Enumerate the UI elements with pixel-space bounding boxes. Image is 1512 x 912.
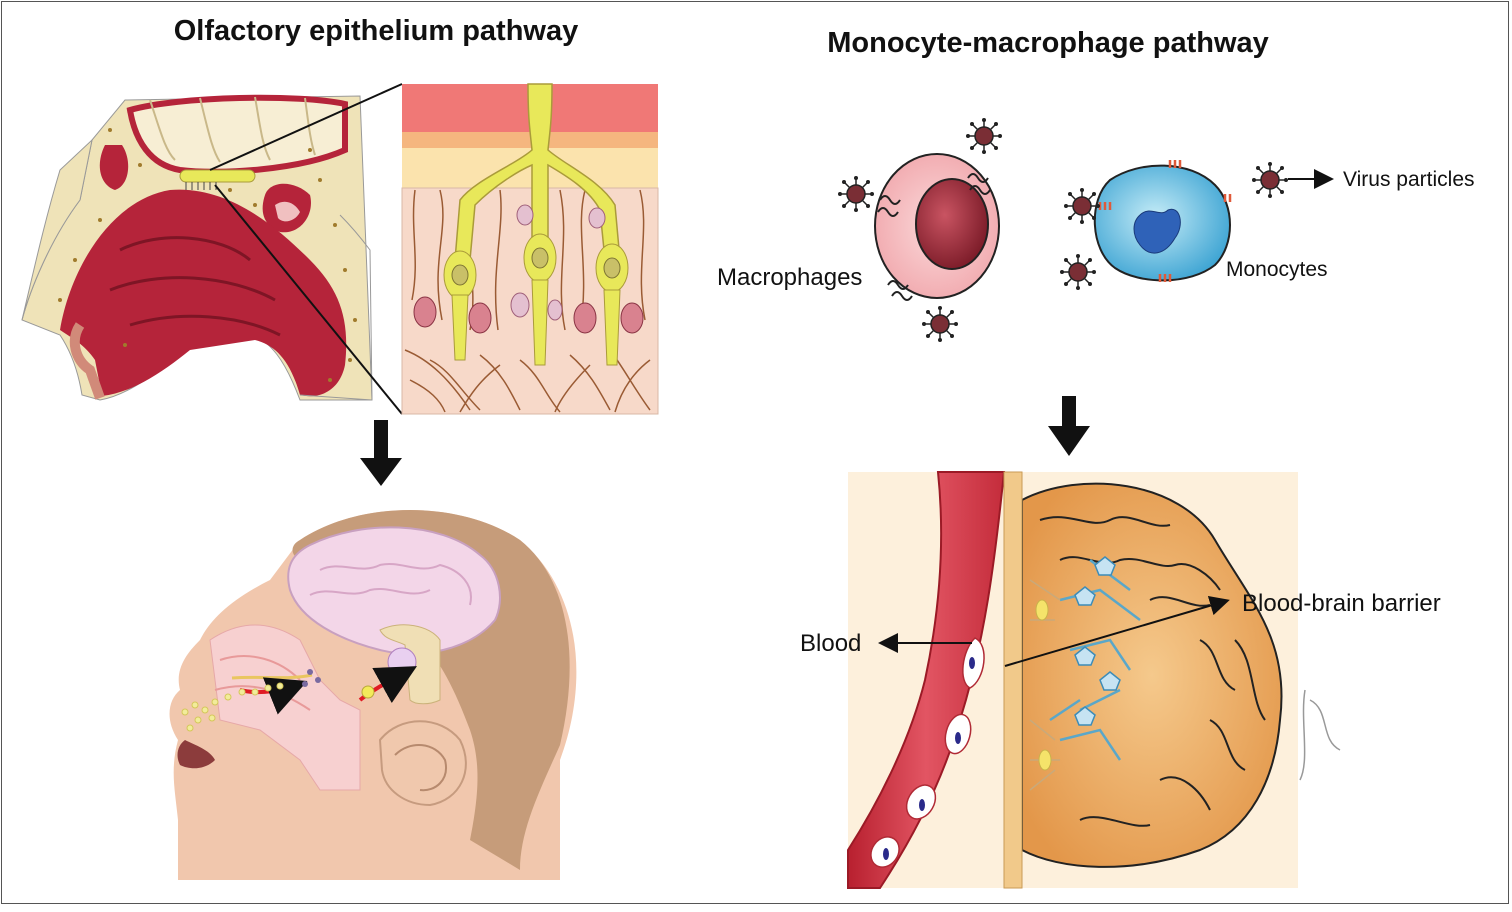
virus-particle-5: [1059, 253, 1097, 291]
blood-brain-illustration: [847, 471, 1341, 889]
blood-brain-barrier-label: Blood-brain barrier: [1242, 590, 1441, 617]
zoom-line-top: [209, 83, 403, 171]
virus-particles-label: Virus particles: [1343, 168, 1475, 191]
virus-particle-4: [1063, 187, 1101, 225]
monocytes-label: Monocytes: [1226, 258, 1328, 281]
down-arrow-right: [1048, 396, 1090, 456]
macrophage-cell: [874, 153, 1000, 301]
virus-particle-1: [965, 117, 1003, 155]
olfactory-title: Olfactory epithelium pathway: [174, 15, 578, 47]
zoom-line-bottom: [214, 184, 403, 415]
monocyte-cell: [1093, 160, 1232, 282]
blood-brain-barrier-arrow: [1004, 595, 1230, 667]
olfactory-epithelium-zoom: [401, 83, 659, 415]
down-arrow-left: [360, 420, 402, 486]
blood-label: Blood: [800, 630, 861, 657]
virus-particle-3: [921, 305, 959, 343]
head-profile-illustration: [169, 510, 577, 880]
macrophages-label: Macrophages: [717, 264, 862, 291]
monocyte-title: Monocyte-macrophage pathway: [827, 27, 1269, 59]
nasal-cavity-illustration: [21, 94, 373, 401]
virus-particle-2: [837, 175, 875, 213]
virus-particle-6: [1251, 161, 1289, 199]
